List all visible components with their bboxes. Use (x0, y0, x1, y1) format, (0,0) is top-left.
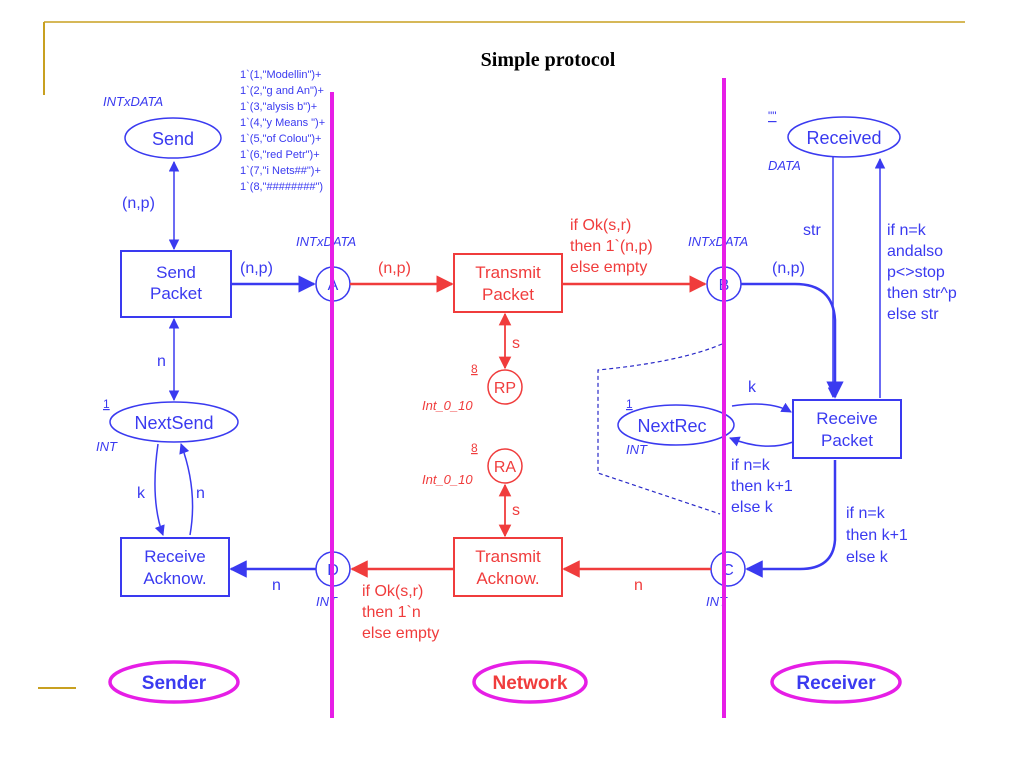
place-received-marking: "" (768, 109, 777, 123)
initial-marking: 1`(1,"Modellin")+ 1`(2,"g and An")+ 1`(3… (240, 69, 325, 193)
arc-label-sendpacket-a: (n,p) (240, 260, 273, 277)
arc-label-b-receive: (n,p) (772, 260, 805, 277)
initial-marking-line: 1`(1,"Modellin")+ (240, 69, 321, 81)
place-ra-label: RA (494, 459, 517, 476)
transition-send-packet-line: Send (156, 263, 196, 282)
transition-transmit-packet: Transmit Packet (453, 253, 563, 313)
arc-label-receive-received-line: p<>stop (887, 264, 945, 281)
transition-receive-acknow-line: Acknow. (143, 569, 206, 588)
transition-receive-packet-line: Packet (821, 431, 873, 450)
arc-label-receive-received-line: andalso (887, 243, 943, 260)
initial-marking-line: 1`(5,"of Colou")+ (240, 133, 322, 145)
arc-label-nextrec-k: k (748, 379, 757, 396)
transition-transmit-packet-line: Packet (482, 285, 534, 304)
arc-label-transmit-ack-line: if Ok(s,r) (362, 583, 423, 600)
arc-label-d-receive: n (272, 577, 281, 594)
place-received: Received "" DATA (768, 109, 901, 173)
place-ra-type: Int_0_10 (422, 472, 473, 487)
place-d-type: INT (316, 594, 338, 609)
arc-label-transmit-packet-line: if Ok(s,r) (570, 217, 631, 234)
transition-transmit-acknow-line: Transmit (475, 547, 541, 566)
arc-label-receive-nextrec-line: if n=k (731, 457, 771, 474)
place-c-label: C (722, 562, 734, 579)
initial-marking-line: 1`(7,"i Nets##")+ (240, 165, 321, 177)
transition-transmit-acknow-line: Acknow. (476, 569, 539, 588)
arc-label-transmit-packet-line: then 1`(n,p) (570, 238, 653, 255)
place-nextrec-label: NextRec (637, 416, 706, 436)
place-send-label: Send (152, 129, 194, 149)
place-send: Send INTxDATA (103, 94, 222, 159)
initial-marking-line: 1`(6,"red Petr")+ (240, 149, 320, 161)
arc-label-nextsend-k: k (137, 485, 146, 502)
arc-label-receive-nextrec-line: then k+1 (731, 478, 793, 495)
place-nextsend: NextSend 1 INT (96, 397, 239, 454)
place-received-type: DATA (768, 158, 801, 173)
place-ra-marking: 8 (471, 441, 478, 455)
transition-transmit-packet-line: Transmit (475, 263, 541, 282)
arc-nextrec-receivepacket (731, 402, 792, 413)
arc-label-transmit-ack-line: then 1`n (362, 604, 421, 621)
arc-label-receive-c-line: if n=k (846, 505, 886, 522)
arc-receivepacket-nextrec (729, 436, 794, 447)
arc-label-transmit-ack-line: else empty (362, 625, 439, 642)
arc-receiveack-nextsend (179, 443, 194, 536)
arc-label-receive-received-line: if n=k (887, 222, 927, 239)
region-network: Network (472, 660, 588, 704)
place-nextrec-type: INT (626, 442, 648, 457)
arc-label-received-str: str (803, 222, 821, 239)
place-rp: RP 8 Int_0_10 (422, 362, 523, 413)
place-b-type: INTxDATA (688, 234, 748, 249)
place-a: A INTxDATA (296, 234, 356, 302)
transition-transmit-acknow: Transmit Acknow. (453, 537, 563, 597)
arc-b-receivepacket (741, 282, 844, 399)
arc-label-ra-transmit: s (512, 502, 520, 519)
place-nextsend-marking: 1 (103, 397, 110, 411)
arc-receivepacket-c (745, 460, 837, 578)
initial-marking-line: 1`(2,"g and An")+ (240, 85, 324, 97)
arc-label-nextsend-n: n (196, 485, 205, 502)
initial-marking-line: 1`(3,"alysis b")+ (240, 101, 317, 113)
transition-receive-acknow-line: Receive (144, 547, 205, 566)
place-nextrec: NextRec 1 INT (617, 397, 735, 457)
place-ra: RA 8 Int_0_10 (422, 441, 523, 487)
page-title: Simple protocol (481, 49, 616, 71)
region-network-label: Network (493, 673, 568, 694)
transition-send-packet: Send Packet (120, 250, 232, 318)
transition-receive-packet-line: Receive (816, 409, 877, 428)
place-rp-marking: 8 (471, 362, 478, 376)
arc-label-receive-c-line: then k+1 (846, 527, 908, 544)
arc-label-receive-nextrec-line: else k (731, 499, 774, 516)
region-sender: Sender (108, 660, 240, 704)
arc-nextsend-receiveack (154, 443, 165, 536)
region-receiver-label: Receiver (796, 673, 876, 694)
arc-label-sendpacket-nextsend: n (157, 353, 166, 370)
place-rp-type: Int_0_10 (422, 398, 473, 413)
place-received-label: Received (806, 128, 881, 148)
arc-label-transmit-packet-line: else empty (570, 259, 647, 276)
arc-label-transmit-rp: s (512, 335, 520, 352)
dashed-guide-line (597, 343, 723, 515)
arc-label-c-transmit: n (634, 577, 643, 594)
region-sender-label: Sender (142, 673, 207, 694)
place-send-type: INTxDATA (103, 94, 163, 109)
place-a-type: INTxDATA (296, 234, 356, 249)
arc-label-receive-received-line: then str^p (887, 285, 957, 302)
region-receiver: Receiver (770, 660, 902, 704)
arc-label-a-transmit: (n,p) (378, 260, 411, 277)
place-nextsend-label: NextSend (134, 413, 213, 433)
place-b: B INTxDATA (688, 234, 748, 302)
place-rp-label: RP (494, 380, 516, 397)
arc-label-receive-c-line: else k (846, 549, 889, 566)
arc-label-send-np: (n,p) (122, 195, 155, 212)
initial-marking-line: 1`(4,"y Means ")+ (240, 117, 325, 129)
transition-receive-packet: Receive Packet (792, 399, 902, 459)
initial-marking-line: 1`(8,"########") (240, 181, 323, 193)
place-nextrec-marking: 1 (626, 397, 633, 411)
transition-receive-acknow: Receive Acknow. (120, 537, 230, 597)
arc-label-receive-received-line: else str (887, 306, 939, 323)
place-nextsend-type: INT (96, 439, 118, 454)
transition-send-packet-line: Packet (150, 284, 202, 303)
